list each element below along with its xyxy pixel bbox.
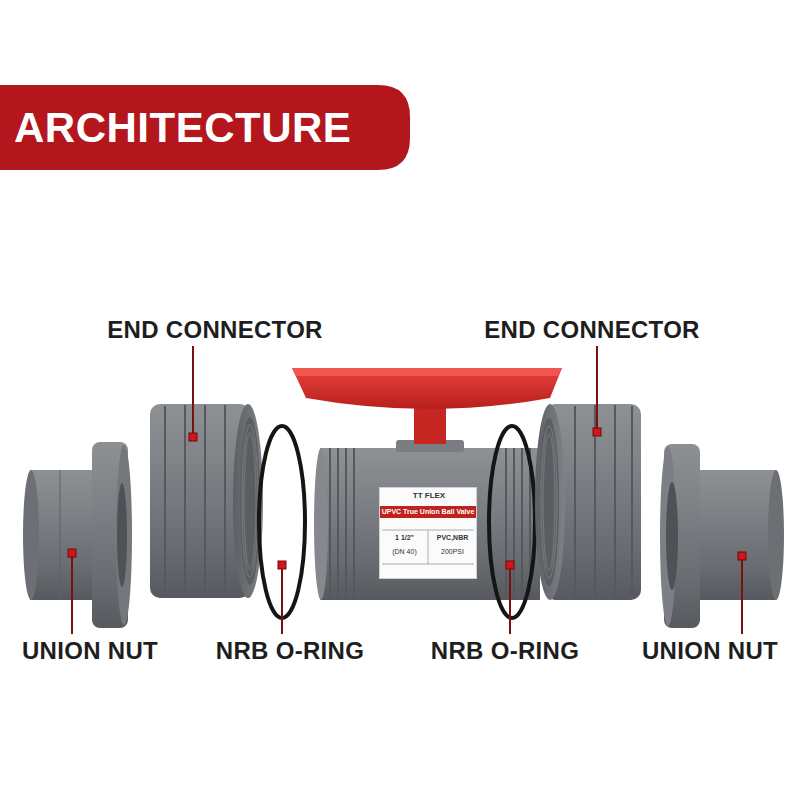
part-label: END CONNECTOR xyxy=(107,316,322,344)
part-label: UNION NUT xyxy=(22,637,158,665)
label-text: TT FLEX xyxy=(382,492,476,501)
label-text: 200PSI xyxy=(430,548,475,556)
thread-lines xyxy=(541,426,557,578)
leader-line xyxy=(741,556,743,634)
label-text: PVC,NBR xyxy=(430,534,475,542)
part-label: UNION NUT xyxy=(642,637,778,665)
leader-dot xyxy=(738,552,746,560)
handle-top xyxy=(292,368,562,376)
label-grid xyxy=(380,488,476,578)
left-union-nut xyxy=(23,442,132,628)
leader-line xyxy=(509,565,511,634)
title-text: ARCHITECTURE xyxy=(14,104,351,152)
nut-tube-end xyxy=(768,470,784,600)
valve-handle xyxy=(292,368,562,409)
o-ring xyxy=(489,426,535,618)
leader-lines xyxy=(72,346,742,634)
connector-ribs xyxy=(165,405,225,597)
part-label: END CONNECTOR xyxy=(484,316,699,344)
grid-line xyxy=(382,564,474,565)
valve-body xyxy=(292,368,562,600)
leader-dot xyxy=(68,549,76,557)
connector-face xyxy=(535,404,565,600)
left-end-connector xyxy=(150,404,263,598)
leader-line xyxy=(71,553,73,634)
nut-tube xyxy=(30,470,100,600)
nut-flange-face xyxy=(116,445,132,625)
nut-bore xyxy=(666,482,678,590)
handle-stem xyxy=(414,404,446,444)
right-end-connector xyxy=(535,404,641,600)
grid-line xyxy=(428,530,429,564)
label-text: 1 1/2" xyxy=(382,534,427,542)
thread-lines xyxy=(242,425,258,577)
leader-dot xyxy=(593,428,601,436)
leader-dot xyxy=(506,561,514,569)
body-cylinder xyxy=(320,448,540,600)
leader-line xyxy=(281,565,283,634)
label-text: (DN 40) xyxy=(382,548,427,556)
connector-ribs xyxy=(575,405,632,599)
leader-line xyxy=(596,346,598,432)
title-banner xyxy=(0,85,410,170)
leader-line xyxy=(192,346,194,437)
nut-tube xyxy=(696,470,776,600)
body-end xyxy=(314,448,328,600)
part-label: NRB O-RING xyxy=(431,637,579,665)
leader-dot xyxy=(278,561,286,569)
connector-threads xyxy=(539,418,559,586)
connector-threads xyxy=(240,417,260,585)
right-union-nut xyxy=(660,444,784,628)
label-text: UPVC True Union Ball Valve xyxy=(380,506,476,518)
nut-bore xyxy=(117,483,127,587)
part-label: NRB O-RING xyxy=(216,637,364,665)
valve-label: TT FLEX UPVC True Union Ball Valve 1 1/2" (… xyxy=(379,487,477,579)
nut-rib xyxy=(60,470,61,600)
nut-tube-end xyxy=(23,470,39,600)
leader-dot xyxy=(189,433,197,441)
body-threads xyxy=(330,448,530,600)
